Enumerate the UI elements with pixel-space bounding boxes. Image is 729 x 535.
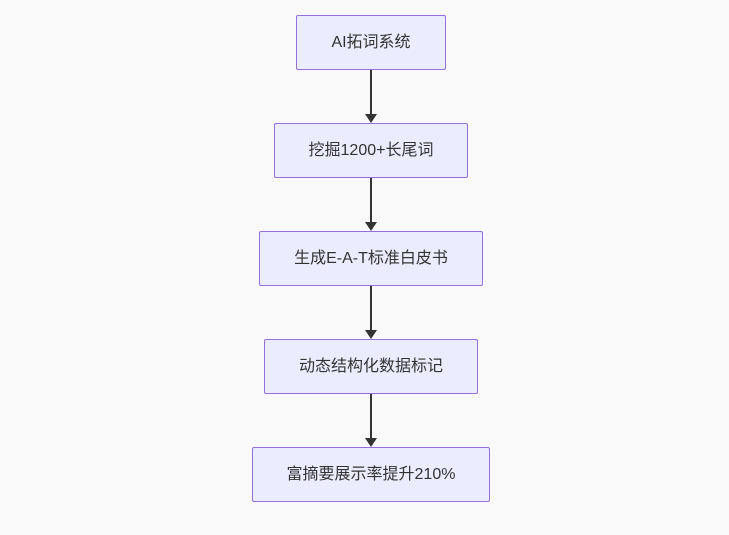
flow-node-label: 挖掘1200+长尾词	[308, 141, 434, 159]
flow-node-label: 富摘要展示率提升210%	[286, 465, 456, 483]
arrow-line	[370, 286, 372, 330]
arrow-down-icon	[365, 286, 377, 339]
flowchart-column: AI拓词系统 挖掘1200+长尾词 生成E-A-T标准白皮书 动态结构化数据标记	[0, 15, 729, 502]
arrow-head-icon	[365, 114, 377, 123]
flow-node-rich-snippet-rate: 富摘要展示率提升210%	[251, 447, 491, 502]
arrow-head-icon	[365, 222, 377, 231]
arrow-line	[370, 394, 372, 438]
flow-node-label: 生成E-A-T标准白皮书	[294, 249, 448, 267]
flow-node-structured-data: 动态结构化数据标记	[263, 339, 478, 394]
arrow-head-icon	[365, 438, 377, 447]
flow-node-label: 动态结构化数据标记	[298, 357, 443, 375]
flow-node-label: AI拓词系统	[331, 33, 411, 51]
flow-node-ai-word-system: AI拓词系统	[296, 15, 446, 70]
arrow-head-icon	[365, 330, 377, 339]
arrow-line	[370, 178, 372, 222]
arrow-down-icon	[365, 178, 377, 231]
arrow-down-icon	[365, 394, 377, 447]
arrow-down-icon	[365, 70, 377, 123]
flow-node-longtail-keywords: 挖掘1200+长尾词	[273, 123, 469, 178]
flow-node-eat-whitepaper: 生成E-A-T标准白皮书	[259, 231, 483, 286]
arrow-line	[370, 70, 372, 114]
